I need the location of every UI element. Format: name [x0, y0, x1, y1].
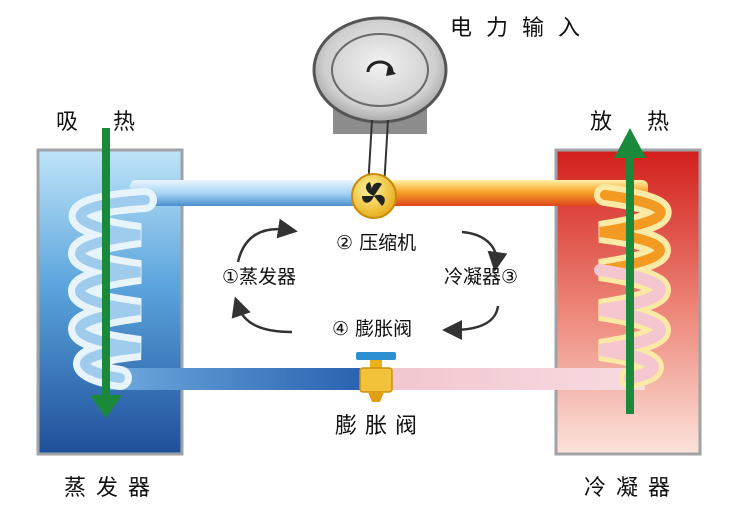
cycle-step-condenser: 冷凝器③ [444, 266, 519, 288]
expansion-valve-icon [356, 352, 396, 402]
evaporator-coil [68, 188, 157, 390]
condenser-label: 冷凝器 [584, 476, 681, 501]
liquid-pipe-cold [110, 368, 360, 390]
cycle-step-compressor: ② 压缩机 [336, 232, 417, 254]
release-heat-label: 放 热 [590, 110, 683, 135]
cycle-arrow-comp-to-cond [461, 230, 508, 272]
evaporator-label: 蒸发器 [64, 476, 161, 501]
release-heat-arrow [614, 128, 646, 414]
cycle-step-expansion-valve: ④ 膨胀阀 [332, 318, 413, 340]
cycle-arrow-cond-to-valve [442, 305, 500, 340]
suction-pipe [130, 180, 360, 206]
absorb-heat-label: 吸 热 [56, 110, 149, 135]
cycle-step-evaporator: ①蒸发器 [222, 266, 297, 288]
expansion-valve-label: 膨胀阀 [335, 414, 426, 439]
compressor-icon [351, 173, 397, 219]
liquid-pipe-warm [385, 368, 645, 390]
discharge-pipe [388, 180, 648, 206]
cycle-arrow-valve-to-evap [231, 296, 293, 334]
absorb-heat-arrow [90, 128, 122, 418]
motor [312, 16, 448, 189]
cycle-arrow-evap-to-comp [236, 218, 298, 263]
power-input-label: 电力输入 [450, 16, 595, 41]
cycle-arrows [231, 218, 508, 340]
